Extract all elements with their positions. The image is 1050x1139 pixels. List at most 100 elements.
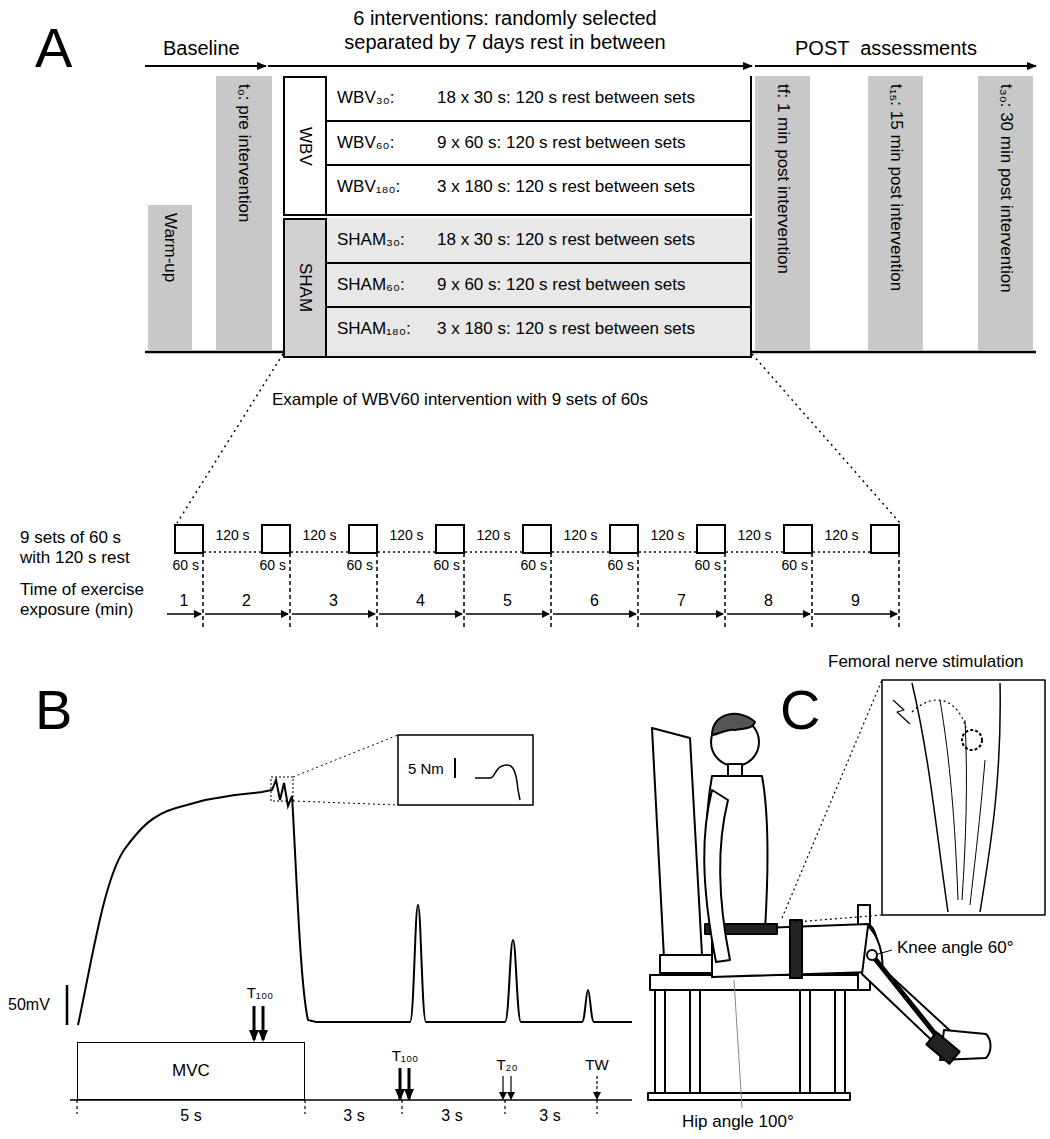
annotation: 6 interventions: randomly selected separ… <box>315 6 695 54</box>
annotation: 9 sets of 60 s with 120 s rest <box>20 528 155 569</box>
annotation: 2 <box>242 591 251 610</box>
set-mark <box>724 553 726 628</box>
drawing-part <box>835 990 845 1098</box>
drawing-part <box>655 990 665 1098</box>
drawing-part <box>712 714 755 735</box>
annotation: Knee angle 60° <box>895 938 1015 958</box>
annotation: 60 s <box>608 557 634 574</box>
panel-letter: B <box>35 676 72 743</box>
annotation: 3 <box>329 591 338 610</box>
drawing-part <box>755 65 1036 67</box>
group-label: WBV <box>295 127 315 166</box>
drawing-part <box>800 990 810 1098</box>
annotation: 50mV <box>8 995 50 1014</box>
drawing-part <box>66 985 69 1025</box>
set-mark <box>204 551 261 553</box>
drawing-part <box>399 1068 402 1099</box>
phase-label: t₀: pre intervention <box>234 84 254 222</box>
annotation: 3 s <box>441 1106 462 1125</box>
drawing-part <box>734 980 742 1108</box>
set-mark <box>523 525 551 553</box>
annotation: 3 s <box>539 1106 560 1125</box>
row-name: WBV₆₀: <box>337 133 437 153</box>
annotation: 120 s <box>302 527 336 544</box>
panel-letter: A <box>35 14 72 81</box>
protocol-row: SHAM₁₈₀:3 x 180 s: 120 s rest between se… <box>327 306 750 350</box>
row-detail: 9 x 60 s: 120 s rest between sets <box>437 275 686 295</box>
drawing-part <box>293 735 398 777</box>
phase-label: t₁₅: 15 min post intervention <box>886 84 906 291</box>
annotation: Baseline <box>163 36 240 60</box>
annotation: 120 s <box>476 527 510 544</box>
drawing-part <box>596 1076 597 1099</box>
drawing-part <box>510 1076 511 1099</box>
drawing-part <box>271 777 293 801</box>
phase-label: t₃₀: 30 min post intervention <box>996 84 1016 293</box>
drawing-part <box>882 680 1045 915</box>
drawing-part <box>268 65 752 67</box>
annotation: 5 Nm <box>408 760 444 778</box>
drawing-part <box>401 1100 402 1114</box>
annotation: Example of WBV60 intervention with 9 set… <box>272 390 648 410</box>
drawing-part <box>304 1100 305 1114</box>
set-mark <box>436 525 464 553</box>
protocol-row: WBV₆₀:9 x 60 s: 120 s rest between sets <box>327 120 750 164</box>
set-mark <box>466 613 549 615</box>
annotation: T₁₀₀ <box>392 1047 419 1065</box>
annotation: POST assessments <box>795 36 977 60</box>
set-mark <box>814 613 897 615</box>
set-mark <box>871 525 899 553</box>
annotation: 1 <box>180 591 189 610</box>
row-name: SHAM₆₀: <box>337 275 437 295</box>
set-mark <box>379 613 462 615</box>
row-detail: 18 x 30 s: 120 s rest between sets <box>437 230 695 250</box>
row-name: WBV₁₈₀: <box>337 177 437 197</box>
set-mark <box>610 525 638 553</box>
set-mark <box>262 525 290 553</box>
annotation: 60 s <box>521 557 547 574</box>
protocol-row: WBV₃₀:18 x 30 s: 120 s rest between sets <box>327 76 750 120</box>
phase-label: Warm-up <box>160 213 180 282</box>
drawing-part <box>650 975 862 990</box>
set-mark <box>289 553 291 628</box>
annotation: 5 <box>503 591 512 610</box>
annotation: 4 <box>416 591 425 610</box>
row-name: WBV₃₀: <box>337 88 437 108</box>
panel-letter: C <box>780 676 820 743</box>
protocol-row: SHAM₃₀:18 x 30 s: 120 s rest between set… <box>327 218 750 262</box>
task-box: MVC <box>77 1042 305 1100</box>
protocol-row: WBV₁₈₀:3 x 180 s: 120 s rest between set… <box>327 164 750 208</box>
annotation: 60 s <box>173 557 199 574</box>
phase-bar: t₁₅: 15 min post intervention <box>868 76 923 350</box>
annotation: Femoral nerve stimulation <box>828 652 1024 672</box>
set-mark <box>202 553 204 628</box>
drawing-part <box>867 950 877 960</box>
phase-bar: t₀: pre intervention <box>216 76 272 350</box>
annotation: 120 s <box>389 527 423 544</box>
annotation: 60 s <box>695 557 721 574</box>
drawing-part <box>398 735 533 805</box>
set-mark <box>378 551 435 553</box>
drawing-part <box>704 790 730 962</box>
set-mark <box>292 613 375 615</box>
set-mark <box>291 551 348 553</box>
set-mark <box>167 613 201 615</box>
row-detail: 3 x 180 s: 120 s rest between sets <box>437 319 695 339</box>
set-mark <box>813 551 870 553</box>
drawing-part <box>145 65 266 67</box>
annotation: 60 s <box>434 557 460 574</box>
annotation: 120 s <box>650 527 684 544</box>
drawing-part <box>878 950 892 954</box>
set-mark <box>550 553 552 628</box>
set-mark <box>811 553 813 628</box>
row-name: SHAM₃₀: <box>337 230 437 250</box>
drawing-part <box>596 1100 597 1114</box>
drawing-part <box>475 765 520 800</box>
phase-bar: Warm-up <box>148 205 192 350</box>
annotation: Time of exercise exposure (min) <box>20 580 180 621</box>
drawing-part <box>293 801 398 805</box>
annotation: Hip angle 100° <box>680 1112 796 1132</box>
set-mark <box>640 613 723 615</box>
drawing-part <box>690 990 700 1098</box>
protocol-row: SHAM₆₀:9 x 60 s: 120 s rest between sets <box>327 262 750 306</box>
